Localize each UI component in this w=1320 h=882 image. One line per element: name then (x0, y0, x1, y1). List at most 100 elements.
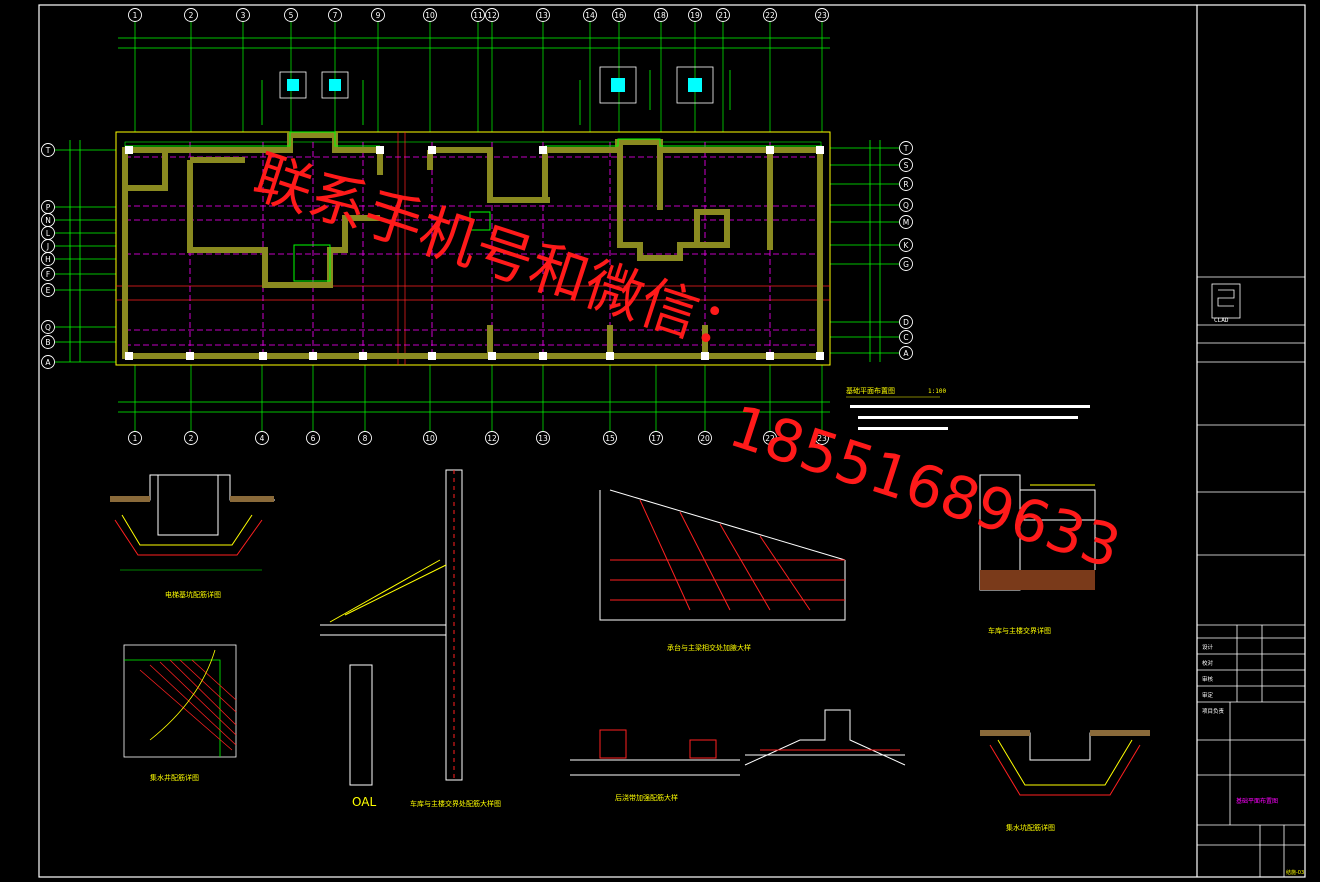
sheet-border (38, 4, 1306, 878)
axis-label: 12 (487, 11, 497, 20)
corner-rebar-detail: 集水井配筋详图 (123, 644, 237, 782)
axis-label: 3 (241, 11, 246, 20)
axis-label: 22 (765, 11, 775, 20)
axis-label: 8 (363, 434, 368, 443)
axis-label: 11 (473, 11, 483, 20)
axis-bubble (128, 431, 142, 445)
axis-bubble (899, 215, 913, 229)
axis-bubble (41, 320, 55, 334)
axis-bubble (649, 431, 663, 445)
axis-label: 18 (656, 11, 666, 20)
axis-bubble (536, 8, 550, 22)
title-corner-rebar: 集水井配筋详图 (150, 773, 199, 782)
axis-bubble (899, 177, 913, 191)
axis-bubble (899, 346, 913, 360)
axis-bubble (899, 315, 913, 329)
title-elevator-pit: 电梯基坑配筋详图 (165, 590, 221, 599)
axis-label: N (45, 216, 51, 225)
axis-label: 22 (765, 434, 775, 443)
axis-bubble (41, 143, 55, 157)
axis-bubble (899, 330, 913, 344)
axis-bubble (41, 252, 55, 266)
sump-pit-detail: 集水坑配筋详图 (980, 730, 1150, 832)
axis-bubble (763, 8, 777, 22)
axis-bubble (899, 238, 913, 252)
axis-bubble (41, 267, 55, 281)
post-cast-strip-details: 后浇带加强配筋大样 (570, 709, 906, 802)
axis-label: 6 (311, 434, 316, 443)
axis-label: 16 (614, 11, 624, 20)
axis-bubble (184, 8, 198, 22)
axis-bubble (698, 431, 712, 445)
title-sump-pit: 集水坑配筋详图 (1006, 823, 1055, 832)
axis-bubble (763, 431, 777, 445)
logo-text: CLAD (1214, 317, 1229, 324)
axis-label: 19 (690, 11, 700, 20)
axis-bubble (716, 8, 730, 22)
title-block-row-label: 审定 (1202, 691, 1214, 699)
axis-bubble (485, 8, 499, 22)
axis-label: 21 (718, 11, 728, 20)
axis-label: 2 (189, 434, 194, 443)
axis-label: 1 (133, 434, 138, 443)
axis-label: R (903, 180, 908, 189)
axis-bubble (688, 8, 702, 22)
axis-label: G (903, 260, 909, 269)
axis-label: 4 (260, 434, 265, 443)
title-block-row-label: 校对 (1202, 659, 1214, 667)
title-block-row-label: 设计 (1202, 643, 1214, 651)
axis-label: 23 (817, 434, 827, 443)
axis-bubble (603, 431, 617, 445)
haunch-detail: 承台与主梁相交处加腋大样 (599, 489, 846, 652)
axis-label: C (903, 333, 908, 342)
axis-label: S (904, 161, 909, 170)
axis-bubble (423, 431, 437, 445)
title-block (1197, 276, 1305, 877)
axis-label: 10 (425, 11, 435, 20)
axis-bubble (471, 8, 485, 22)
label-oal: OAL (352, 795, 376, 809)
axis-label: 10 (425, 434, 435, 443)
axis-label: 13 (538, 11, 548, 20)
axis-label: P (46, 203, 51, 212)
axis-bubble (423, 8, 437, 22)
axis-bubble (255, 431, 269, 445)
axis-label: 7 (333, 11, 338, 20)
axis-bubble (358, 431, 372, 445)
plan-title: 基础平面布置图 (846, 386, 895, 395)
axis-label: 20 (700, 434, 710, 443)
axis-label: F (46, 270, 50, 279)
axis-bubble (41, 335, 55, 349)
axis-bubble (899, 158, 913, 172)
axis-bubble (612, 8, 626, 22)
garage-wall-section: OAL 车库与主楼交界处配筋大样图 (320, 469, 501, 809)
axis-label: 9 (376, 11, 381, 20)
axis-label: B (45, 338, 50, 347)
axis-label: Q (45, 323, 51, 332)
axis-label: T (903, 144, 909, 153)
axis-bubble (236, 8, 250, 22)
title-wall-section: 车库与主楼交界处配筋大样图 (410, 799, 501, 808)
axis-bubble (815, 8, 829, 22)
axis-bubble (306, 431, 320, 445)
axis-label: 14 (585, 11, 595, 20)
axis-bubble (328, 8, 342, 22)
axis-bubble (899, 141, 913, 155)
garage-junction-detail: 车库与主楼交界详图 (979, 474, 1096, 635)
axis-label: 17 (651, 434, 661, 443)
axis-label: 13 (538, 434, 548, 443)
axis-bubble (815, 431, 829, 445)
title-block-row-label: 审核 (1202, 675, 1214, 683)
axis-label: A (903, 349, 909, 358)
axis-label: 15 (605, 434, 615, 443)
axis-bubble (899, 257, 913, 271)
axis-bubble (654, 8, 668, 22)
axis-label: M (903, 218, 909, 227)
axis-bubble (583, 8, 597, 22)
axis-bubble (485, 431, 499, 445)
axis-label: A (45, 358, 51, 367)
axis-label: 23 (817, 11, 827, 20)
axis-bubble (284, 8, 298, 22)
